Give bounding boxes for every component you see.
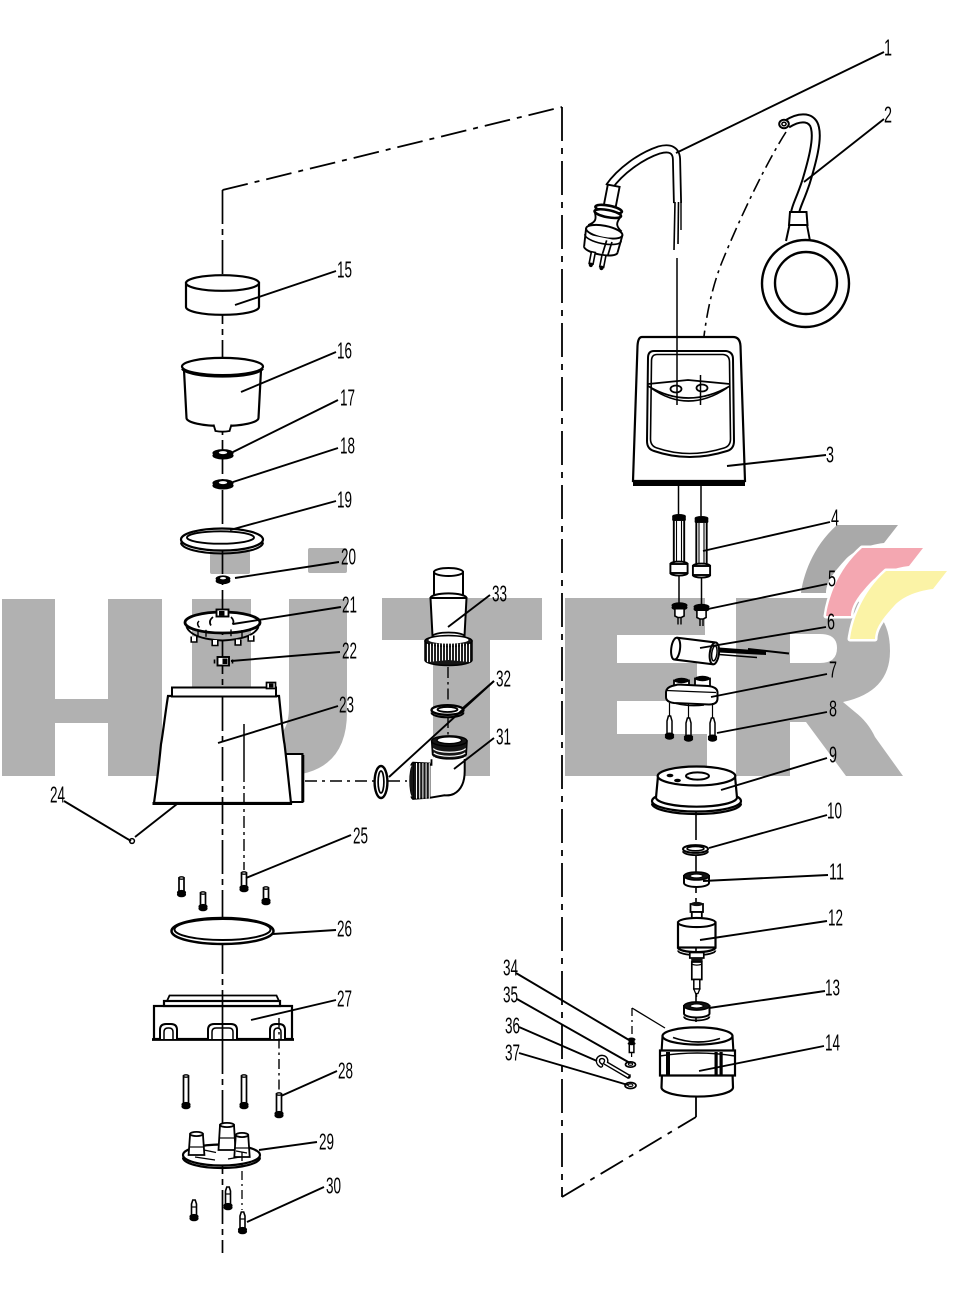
svg-text:30: 30 (326, 1173, 341, 1199)
svg-text:33: 33 (492, 581, 507, 607)
svg-text:12: 12 (828, 905, 843, 931)
svg-text:18: 18 (340, 433, 355, 459)
svg-text:37: 37 (505, 1040, 520, 1066)
svg-text:16: 16 (337, 338, 352, 364)
svg-text:27: 27 (337, 986, 352, 1012)
svg-text:10: 10 (827, 798, 842, 824)
svg-text:29: 29 (319, 1129, 334, 1155)
svg-text:8: 8 (829, 696, 837, 722)
svg-text:9: 9 (829, 742, 837, 768)
svg-text:17: 17 (340, 385, 355, 411)
svg-text:4: 4 (831, 505, 839, 531)
svg-text:6: 6 (827, 609, 835, 635)
svg-text:2: 2 (884, 102, 892, 128)
svg-text:13: 13 (825, 975, 840, 1001)
svg-text:7: 7 (829, 657, 837, 683)
svg-text:34: 34 (503, 955, 518, 981)
svg-text:1: 1 (884, 35, 892, 61)
svg-text:32: 32 (496, 666, 511, 692)
svg-text:24: 24 (50, 782, 65, 808)
svg-text:28: 28 (338, 1058, 353, 1084)
svg-text:14: 14 (825, 1030, 840, 1056)
svg-text:5: 5 (828, 566, 836, 592)
svg-text:19: 19 (337, 487, 352, 513)
svg-text:15: 15 (337, 257, 352, 283)
svg-text:11: 11 (829, 859, 844, 885)
svg-text:20: 20 (341, 544, 356, 570)
svg-text:23: 23 (339, 692, 354, 718)
svg-text:31: 31 (496, 724, 511, 750)
svg-text:36: 36 (505, 1013, 520, 1039)
svg-text:26: 26 (337, 916, 352, 942)
svg-text:22: 22 (342, 638, 357, 664)
svg-text:3: 3 (826, 442, 834, 468)
svg-text:21: 21 (342, 592, 357, 618)
svg-text:35: 35 (503, 982, 518, 1008)
svg-text:25: 25 (353, 823, 368, 849)
